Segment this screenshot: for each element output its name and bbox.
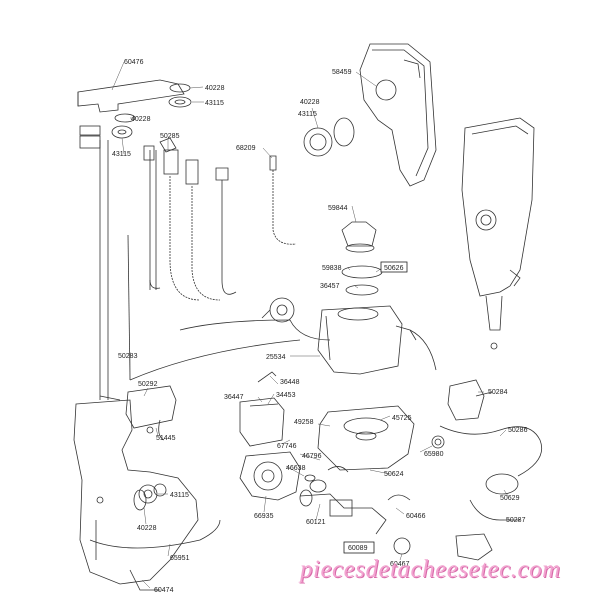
part-label-25534: 25534 <box>266 354 286 361</box>
part-label-60089: 60089 <box>348 545 368 552</box>
softener-panel <box>461 117 535 350</box>
part-label-60466: 60466 <box>406 513 426 520</box>
part-label-43115-b: 43115 <box>112 151 131 158</box>
hose-connector-50285 <box>159 137 177 153</box>
sump-assembly <box>317 405 415 471</box>
part-label-43115-d: 43115 <box>170 492 189 499</box>
part-number-labels: 60476 40228 43115 40228 43115 50285 6820… <box>112 59 528 594</box>
wash-pump <box>239 451 301 501</box>
part-label-59844: 59844 <box>328 205 348 212</box>
part-label-40228-a: 40228 <box>205 85 225 92</box>
air-duct-58459 <box>359 43 437 187</box>
part-label-43115-c: 43115 <box>298 111 317 118</box>
part-label-36448: 36448 <box>280 379 300 386</box>
part-label-50626: 50626 <box>384 265 404 272</box>
part-label-65951: 65951 <box>170 555 190 562</box>
clip-36448 <box>257 371 277 383</box>
heater-block <box>239 397 285 447</box>
seal-65980 <box>431 435 445 449</box>
part-label-67746: 67746 <box>277 443 297 450</box>
part-label-40228-d: 40228 <box>137 525 157 532</box>
part-label-60467: 60467 <box>390 561 410 568</box>
gasket-rings-middle <box>303 117 355 157</box>
part-label-58459: 58459 <box>332 69 352 76</box>
inlet-funnel-part <box>77 79 185 149</box>
drain-parts-50287 <box>393 499 520 561</box>
valve-assembly-50292 <box>125 385 177 441</box>
part-label-43115-a: 43115 <box>205 100 224 107</box>
wiring-harness <box>99 319 331 401</box>
part-label-60476: 60476 <box>124 59 144 66</box>
part-label-50286: 50286 <box>508 427 528 434</box>
part-label-60474: 60474 <box>154 587 174 594</box>
part-label-49258: 49258 <box>294 419 314 426</box>
part-label-50624: 50624 <box>384 471 404 478</box>
part-label-46638: 46638 <box>286 465 306 472</box>
hose-part-60466 <box>387 494 411 501</box>
part-label-50287: 50287 <box>506 517 526 524</box>
part-label-34453: 34453 <box>276 392 296 399</box>
part-label-51445: 51445 <box>156 435 176 442</box>
part-label-36447: 36447 <box>224 394 244 401</box>
part-label-50283: 50283 <box>118 353 138 360</box>
part-label-65980: 65980 <box>424 451 444 458</box>
drain-hose-60121 <box>299 489 387 535</box>
valve-hoses <box>143 145 297 301</box>
part-label-50285: 50285 <box>160 133 180 140</box>
part-box-50626 <box>380 261 408 273</box>
pump-seals <box>304 466 349 493</box>
site-watermark: piecesdetacheesetec.com <box>300 556 561 583</box>
part-label-66935: 66935 <box>254 513 274 520</box>
part-box-60089 <box>343 541 375 554</box>
salt-cap-59844 <box>341 221 377 253</box>
long-tubes <box>99 140 157 400</box>
inlet-valve-50284 <box>447 379 493 421</box>
diverter-valve <box>261 297 295 323</box>
water-softener-tank <box>317 305 437 375</box>
part-label-45725: 45725 <box>392 415 412 422</box>
gasket-rings-top-left <box>111 83 192 139</box>
softener-rings <box>341 265 383 296</box>
heat-exchanger-60474 <box>73 399 199 591</box>
pressure-switch <box>439 425 543 495</box>
part-label-40228-b: 40228 <box>131 116 151 123</box>
hose-65951 <box>89 519 221 549</box>
part-label-40228-c: 40228 <box>300 99 320 106</box>
part-label-46796: 46796 <box>302 453 322 460</box>
part-label-36457: 36457 <box>320 283 340 290</box>
gasket-rings-lower <box>133 484 158 511</box>
part-label-59838: 59838 <box>322 265 342 272</box>
part-label-50292: 50292 <box>138 381 158 388</box>
leader-lines <box>111 61 509 589</box>
part-label-50629: 50629 <box>500 495 520 502</box>
part-label-68209: 68209 <box>236 145 256 152</box>
part-label-60121: 60121 <box>306 519 326 526</box>
part-label-50284: 50284 <box>488 389 508 396</box>
